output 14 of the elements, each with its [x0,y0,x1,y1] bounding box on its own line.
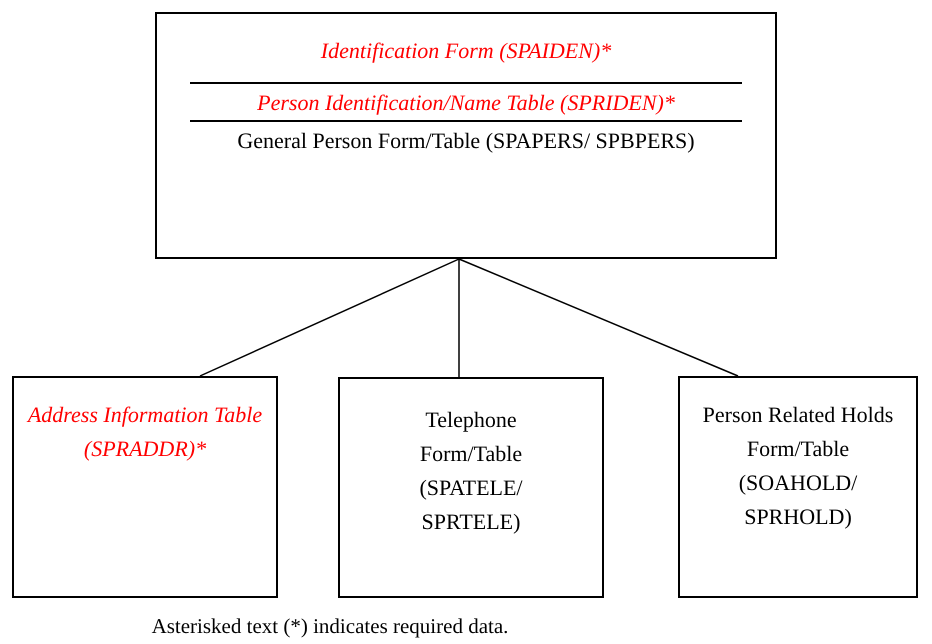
connector-line [458,259,460,377]
form-table-box [12,376,278,598]
box-text: Identification Form (SPAIDEN)* [320,37,612,65]
connector-line [200,258,460,377]
box-text: General Person Form/Table (SPAPERS/ SPBPERS) [190,120,742,158]
form-table-box [678,376,918,598]
form-table-box [338,377,604,598]
box-text: Address Information Table (SPRADDR)* [26,401,264,463]
caption: Asterisked text (*) indicates required data. [150,614,510,639]
form-table-box [155,12,777,259]
box-text: Person Identification/Name Table (SPRIDEN)* [190,82,742,120]
box-text: Person Related Holds Form/Table (SOAHOLD/ SPRHOLD) [702,401,894,531]
box-text: Telephone Form/Table (SPATELE/ SPRTELE) [418,406,524,536]
connector-line [458,258,738,377]
